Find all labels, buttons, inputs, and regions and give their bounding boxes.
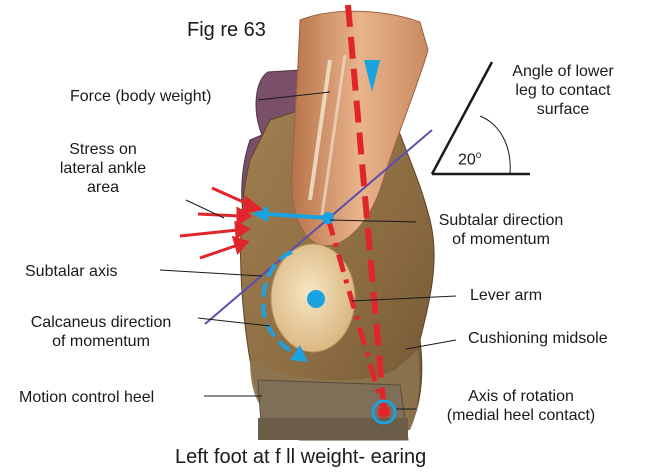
subtalar-pivot xyxy=(322,212,334,224)
calcaneus-center xyxy=(307,290,325,308)
label-subtalar-direction: Subtalar direction of momentum xyxy=(416,211,586,249)
label-angle: Angle of lower leg to contact surface xyxy=(488,62,638,119)
label-lever-arm: Lever arm xyxy=(470,286,542,305)
label-subtalar-axis: Subtalar axis xyxy=(25,262,118,281)
label-axis-of-rotation: Axis of rotation (medial heel contact) xyxy=(416,387,626,425)
label-motion-control-heel: Motion control heel xyxy=(19,388,154,407)
figure-caption: Left foot at f ll weight- earing xyxy=(175,445,426,469)
figure-title: Fig re 63 xyxy=(187,18,266,42)
label-force: Force (body weight) xyxy=(70,87,211,106)
label-calcaneus-momentum: Calcaneus direction of momentum xyxy=(6,313,196,351)
angle-value: 20o xyxy=(458,146,481,169)
label-stress: Stress on lateral ankle area xyxy=(28,140,178,197)
label-cushioning-midsole: Cushioning midsole xyxy=(468,329,608,348)
